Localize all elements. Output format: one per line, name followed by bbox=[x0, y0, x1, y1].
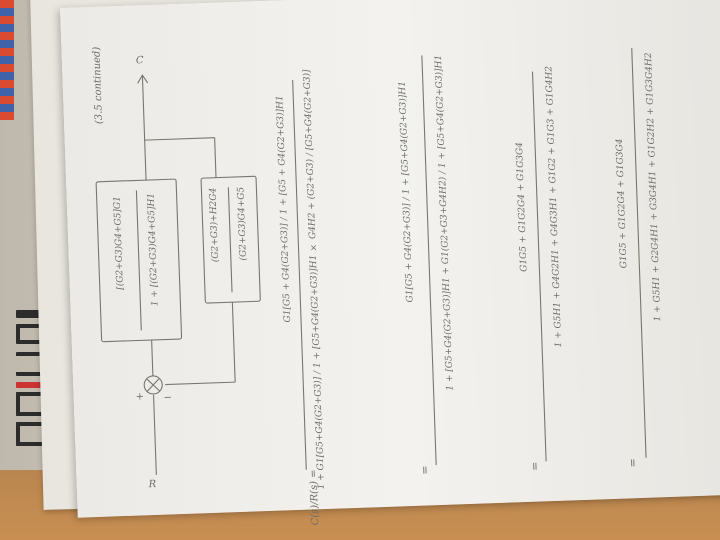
page-content: (3.5 continued) bbox=[60, 0, 720, 526]
output-label: C bbox=[135, 55, 144, 67]
step3-equals: = bbox=[528, 461, 542, 472]
plus-sign: + bbox=[135, 391, 145, 403]
minus-sign: − bbox=[163, 392, 173, 404]
logo-icon bbox=[12, 310, 52, 460]
input-label: R bbox=[148, 478, 157, 491]
step2-equals: = bbox=[418, 465, 432, 475]
block-diagram bbox=[95, 48, 647, 475]
step4-equals: = bbox=[626, 458, 640, 468]
striped-object bbox=[0, 0, 14, 120]
notebook-page: (3.5 continued) bbox=[60, 0, 720, 526]
